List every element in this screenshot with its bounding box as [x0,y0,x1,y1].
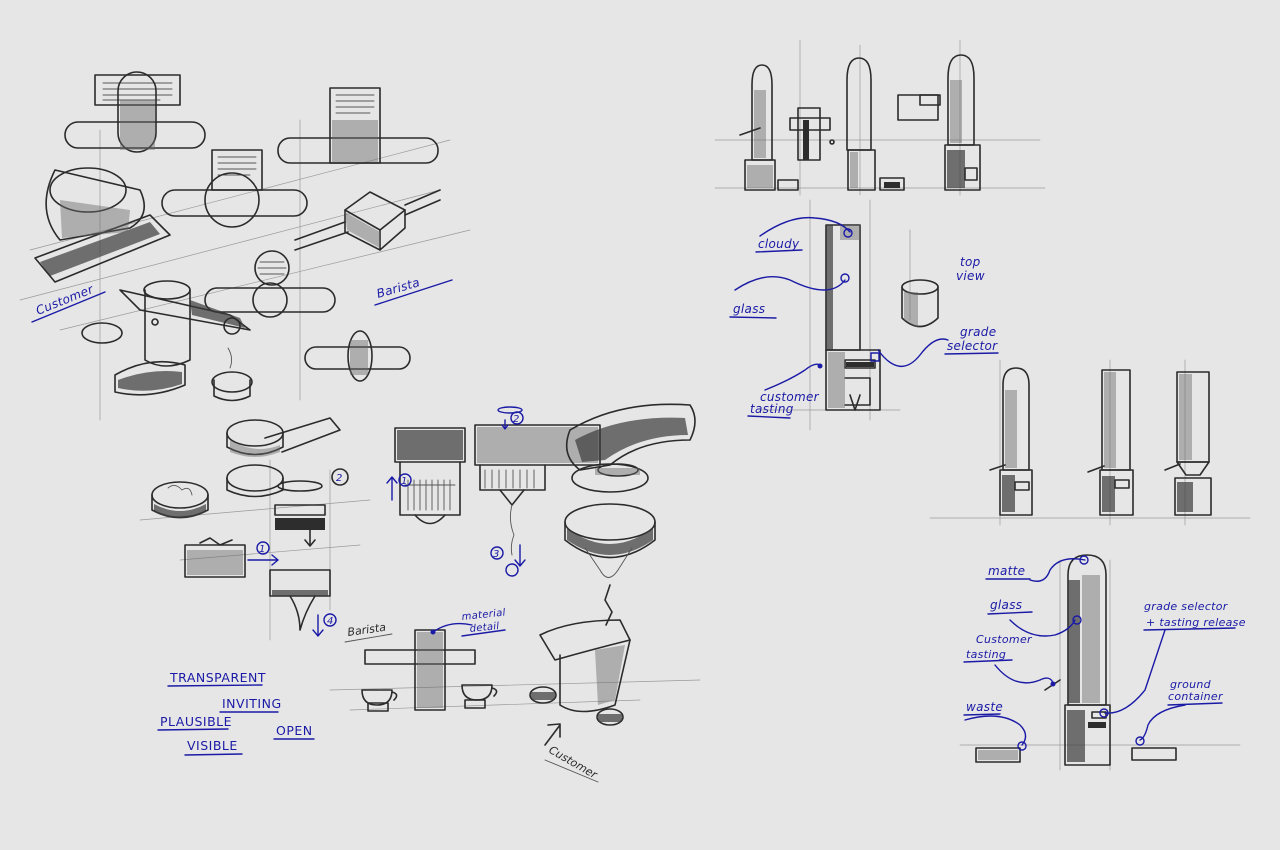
label-ground-container-1: ground [1170,678,1212,691]
label-step-1a: 1 [259,544,266,555]
label-ground-container-2: container [1168,690,1224,703]
label-customer-tasting-1a: customer [760,390,820,404]
front-concepts-sketch [714,39,1046,196]
label-top-view-1: top [960,255,981,269]
label-customer-tasting-2a: Customer [976,633,1033,646]
keyword-plausible: PLAUSIBLE [160,714,232,729]
label-matte: matte [988,564,1025,578]
keyword-transparent: TRANSPARENT [169,670,266,685]
keyword-visible: VISIBLE [187,738,238,753]
label-glass-1: glass [733,302,765,316]
label-step-1b: 1 [401,476,408,487]
lever-concepts-sketch [19,71,471,421]
label-step-2b: 2 [513,414,520,425]
keyword-inviting: INVITING [222,696,282,711]
label-top-view-2: view [956,269,985,283]
label-grade-release-2: + tasting release [1146,616,1246,629]
keyword-open: OPEN [276,723,313,738]
label-material-detail-1: material [461,607,506,623]
tall-concepts-sketch [929,359,1251,526]
label-glass-2: glass [990,598,1022,612]
label-grade-selector-1: grade [960,325,996,339]
label-grade-release-1: grade selector [1144,600,1229,613]
workflow-sketch [139,403,701,746]
label-customer-tasting-2b: tasting [966,648,1006,661]
keyword-list: TRANSPARENT INVITING PLAUSIBLE OPEN VISI… [157,670,315,756]
section-view-sketch [734,199,949,431]
label-barista-mid: Barista [347,621,387,639]
label-step-3: 3 [493,549,500,560]
label-step-4: 4 [327,616,334,627]
label-cloudy: cloudy [758,237,800,251]
label-grade-selector-2: selector [947,339,998,353]
final-concept-sketch [959,554,1241,771]
label-waste: waste [966,700,1003,714]
label-step-2a: 2 [336,473,343,484]
label-customer-tasting-1b: tasting [750,402,794,416]
label-customer-bottom: Customer [547,743,601,782]
